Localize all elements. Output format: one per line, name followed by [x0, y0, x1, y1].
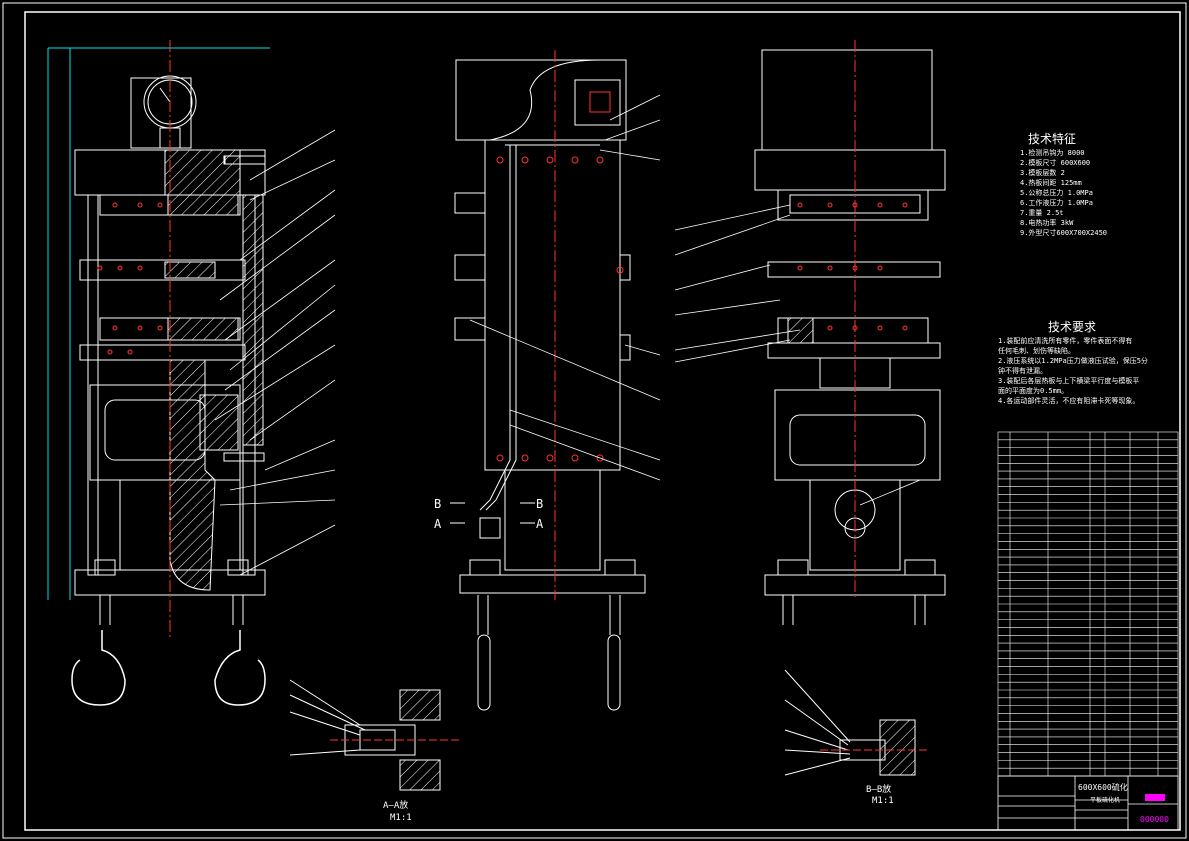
tech-feature-7: 7.重量 2.5t — [1020, 209, 1064, 217]
section-b-left: B — [434, 497, 441, 511]
middle-side-view — [454, 59, 646, 711]
title-block-drawing-no: 000000 — [1140, 815, 1169, 824]
tech-req-5: 3.装配后各层热板与上下横梁平行度与模板平 — [998, 376, 1139, 385]
tech-features-title: 技术特征 — [1028, 131, 1076, 146]
detail-bb-caption: B—B放 — [866, 783, 891, 795]
title-block-subtitle: 平板硫化机 — [1090, 796, 1120, 804]
left-section-view — [47, 47, 270, 706]
inner-frame — [24, 11, 1181, 831]
tech-req-1: 1.装配前应清洗所有零件，零件表面不得有 — [998, 336, 1132, 345]
parts-list-table — [997, 431, 1179, 777]
right-front-view — [754, 49, 946, 625]
tech-feature-5: 5.公称总压力 1.0MPa — [1020, 188, 1093, 197]
detail-aa-scale: M1:1 — [390, 813, 412, 823]
tech-feature-4: 4.热板间距 125mm — [1020, 178, 1082, 187]
right-leader-lines — [674, 204, 921, 506]
title-block — [997, 775, 1179, 831]
tech-feature-1: 1.检测吊钩为 8000 — [1020, 148, 1085, 157]
tech-req-3: 2.液压系统以1.2MPa压力做液压试验，保压5分 — [998, 356, 1148, 365]
section-markers: B B A A — [434, 497, 544, 531]
title-block-name: 600X600硫化 — [1078, 782, 1128, 792]
detail-aa-view — [289, 679, 460, 791]
detail-bb-scale: M1:1 — [872, 796, 894, 806]
detail-bb-view — [784, 669, 930, 776]
tech-req-6: 面的平面度为0.5mm。 — [998, 386, 1068, 395]
tech-requirements-title: 技术要求 — [1048, 320, 1096, 334]
tech-feature-6: 6.工作液压力 1.0MPa — [1020, 198, 1093, 207]
section-b-right: B — [536, 497, 543, 511]
tech-req-7: 4.各运动部件灵活，不应有阻滞卡死等现象。 — [998, 396, 1139, 405]
tech-req-4: 钟不得有泄漏。 — [998, 366, 1047, 375]
tech-feature-8: 8.电热功率 3kW — [1020, 218, 1074, 227]
tech-feature-3: 3.模板层数 2 — [1020, 168, 1065, 177]
tech-feature-9: 9.外型尺寸600X700X2450 — [1020, 228, 1107, 237]
section-a-right: A — [536, 517, 544, 531]
left-leader-lines — [214, 129, 336, 576]
tech-features: 技术特征 1.检测吊钩为 8000 2.模板尺寸 600X600 3.模板层数 … — [1020, 131, 1107, 237]
section-a-left: A — [434, 517, 442, 531]
title-block-accent — [1145, 794, 1165, 801]
detail-aa-caption: A—A放 — [383, 799, 408, 811]
tech-req-2: 任何毛刺、划伤等缺陷。 — [998, 346, 1075, 355]
tech-feature-2: 2.模板尺寸 600X600 — [1020, 158, 1090, 167]
middle-leader-lines — [469, 94, 661, 481]
tech-requirements: 技术要求 1.装配前应清洗所有零件，零件表面不得有 任何毛刺、划伤等缺陷。 2.… — [998, 320, 1148, 405]
